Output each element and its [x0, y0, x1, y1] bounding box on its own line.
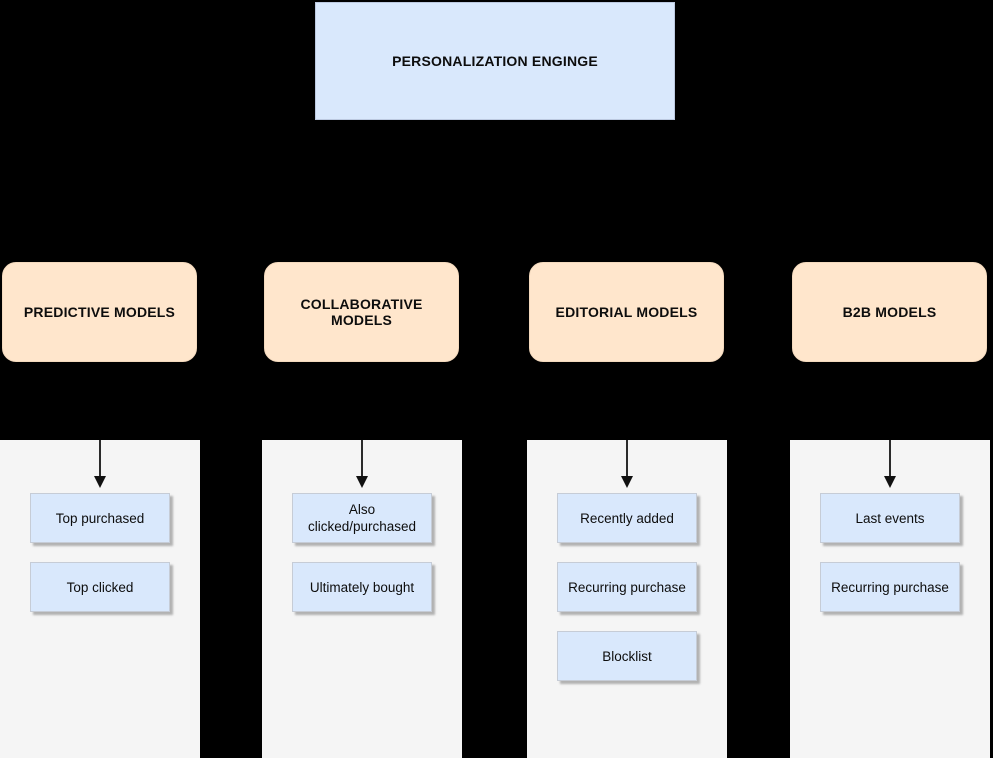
column-b2b: B2B MODELS Last events Recurring purchas… [790, 0, 990, 758]
item-label: Blocklist [602, 648, 652, 664]
down-arrow-icon [621, 440, 633, 488]
item-node-recently-added[interactable]: Recently added [557, 493, 697, 543]
column-predictive: PREDICTIVE MODELS Top purchased Top clic… [0, 0, 200, 758]
item-node-recurring-purchase-b2b[interactable]: Recurring purchase [820, 562, 960, 612]
item-label: Recurring purchase [568, 579, 686, 595]
category-node-predictive[interactable]: PREDICTIVE MODELS [2, 262, 197, 362]
item-node-recurring-purchase[interactable]: Recurring purchase [557, 562, 697, 612]
item-node-top-purchased[interactable]: Top purchased [30, 493, 170, 543]
item-label: Ultimately bought [309, 579, 415, 595]
down-arrow-icon [94, 440, 106, 488]
item-list-b2b: Last events Recurring purchase [820, 493, 960, 612]
group-panel-predictive[interactable]: Top purchased Top clicked [0, 440, 200, 758]
category-label-editorial: EDITORIAL MODELS [555, 304, 698, 320]
item-label: Recently added [580, 510, 674, 526]
item-list-predictive: Top purchased Top clicked [30, 493, 170, 612]
item-label: Recurring purchase [831, 579, 949, 595]
column-editorial: EDITORIAL MODELS Recently added Recurrin… [527, 0, 727, 758]
group-panel-collaborative[interactable]: Also clicked/purchased Ultimately bought [262, 440, 462, 758]
category-node-b2b[interactable]: B2B MODELS [792, 262, 987, 362]
item-label: Top purchased [55, 510, 145, 526]
column-collaborative: COLLABORATIVE MODELS Also clicked/purcha… [262, 0, 462, 758]
category-label-collaborative: COLLABORATIVE MODELS [300, 296, 423, 328]
item-list-collaborative: Also clicked/purchased Ultimately bought [292, 493, 432, 612]
down-arrow-icon [356, 440, 368, 488]
item-node-blocklist[interactable]: Blocklist [557, 631, 697, 681]
group-panel-editorial[interactable]: Recently added Recurring purchase Blockl… [527, 440, 727, 758]
item-label: Last events [855, 510, 925, 526]
personalization-engine-label: PERSONALIZATION ENGINGE [392, 53, 598, 69]
item-label: Also clicked/purchased [307, 502, 417, 534]
item-node-last-events[interactable]: Last events [820, 493, 960, 543]
down-arrow-icon [884, 440, 896, 488]
item-node-ultimately-bought[interactable]: Ultimately bought [292, 562, 432, 612]
group-panel-b2b[interactable]: Last events Recurring purchase [790, 440, 990, 758]
item-list-editorial: Recently added Recurring purchase Blockl… [557, 493, 697, 681]
category-node-collaborative[interactable]: COLLABORATIVE MODELS [264, 262, 459, 362]
category-node-editorial[interactable]: EDITORIAL MODELS [529, 262, 724, 362]
personalization-engine-node[interactable]: PERSONALIZATION ENGINGE [315, 2, 675, 120]
item-node-top-clicked[interactable]: Top clicked [30, 562, 170, 612]
category-label-predictive: PREDICTIVE MODELS [23, 304, 176, 320]
category-label-b2b: B2B MODELS [842, 304, 937, 320]
item-node-also-clicked-purchased[interactable]: Also clicked/purchased [292, 493, 432, 543]
item-label: Top clicked [66, 579, 134, 595]
